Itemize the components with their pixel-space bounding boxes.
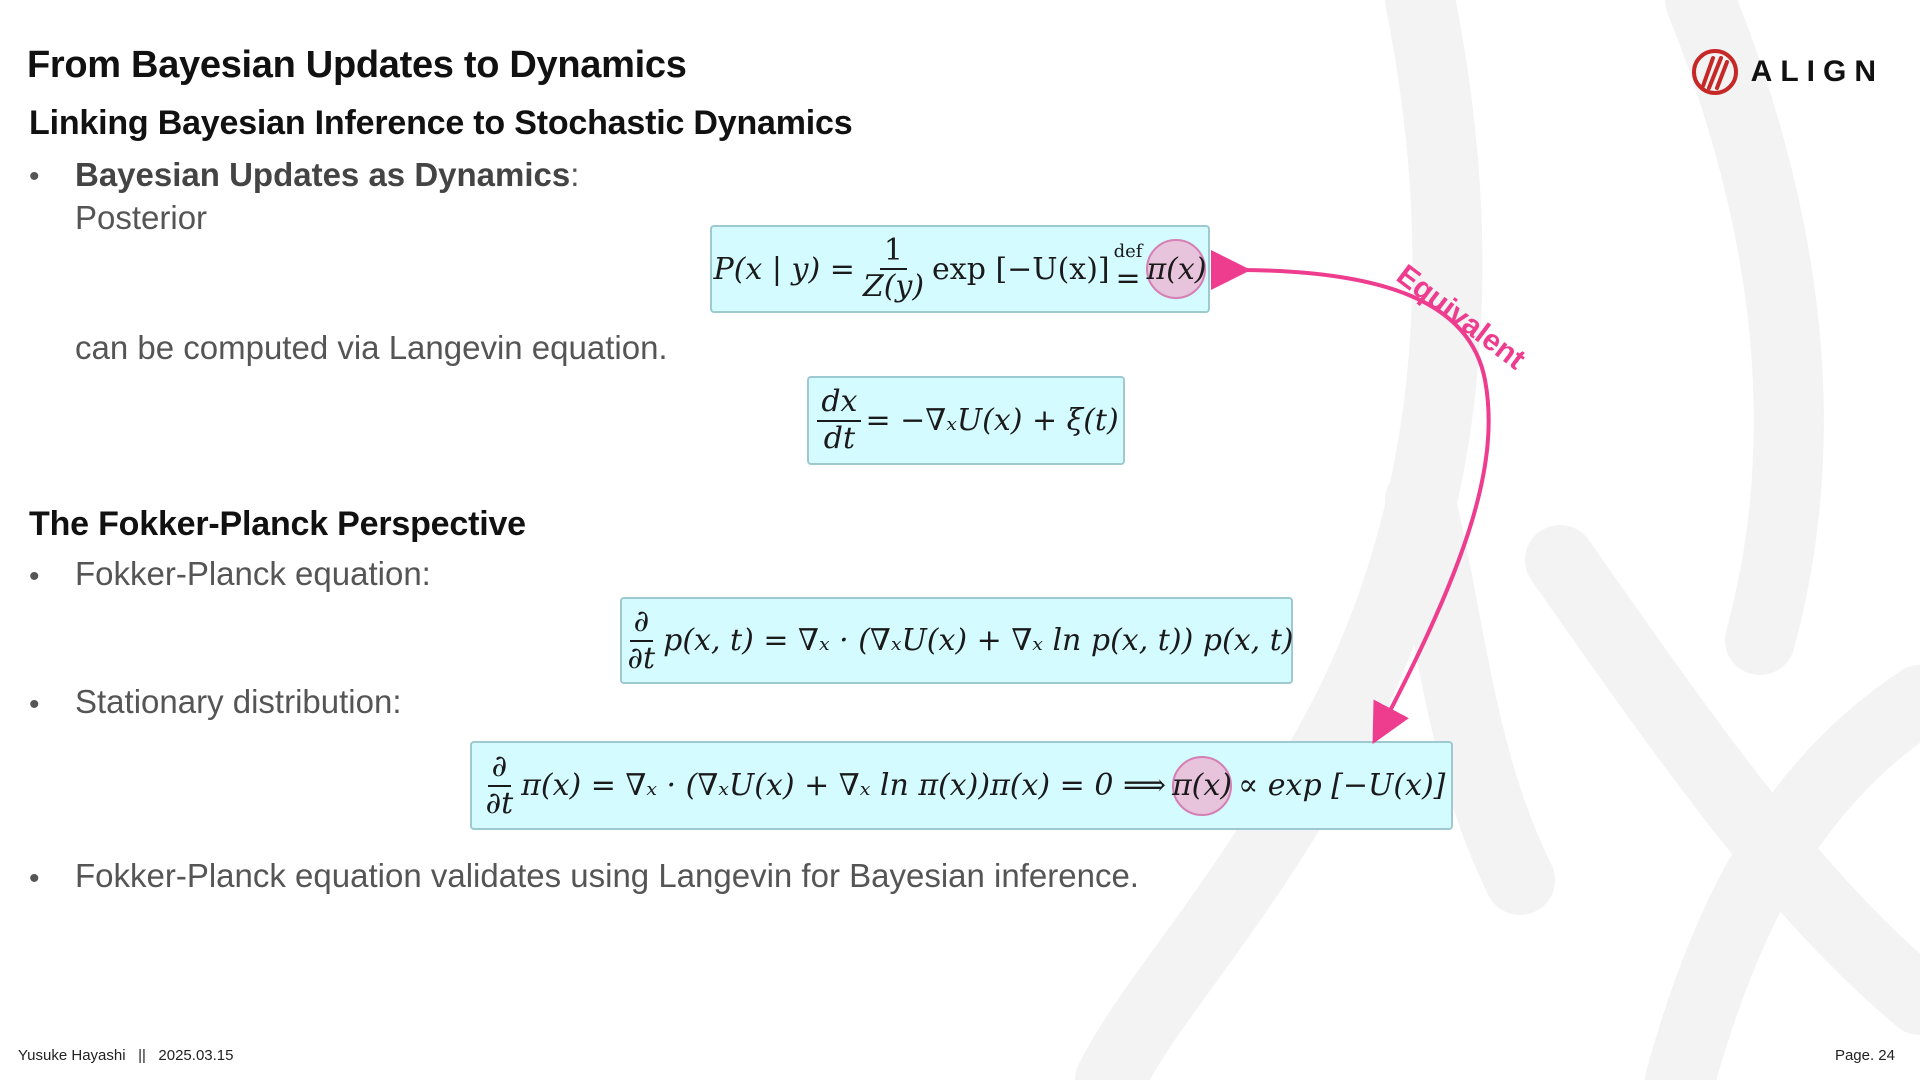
posterior-pi-highlight: π(x) <box>1146 239 1207 299</box>
langevin-fraction-num: dx <box>817 384 862 422</box>
logo-text: ALIGN <box>1750 55 1884 88</box>
posterior-fraction-den: Z(y) <box>862 269 925 304</box>
stat-pi-highlight: π(x) <box>1172 755 1232 816</box>
bullet-bold-text: Bayesian Updates as Dynamics <box>75 156 571 193</box>
posterior-def-label: def <box>1113 240 1143 262</box>
footer-left: Yusuke Hayashi || 2025.03.15 <box>18 1047 233 1064</box>
stationary-equation-box: ∂ ∂t π(x) = ∇ₓ · (∇ₓU(x) + ∇ₓ ln π(x))π(… <box>470 741 1453 830</box>
langevin-fraction-den: dt <box>823 420 856 456</box>
langevin-equation-box: dx dt = −∇ₓU(x) + ξ(t) <box>807 376 1125 465</box>
footer-separator: || <box>138 1047 146 1064</box>
bullet-dot: • <box>29 160 40 193</box>
posterior-equation-box: P(x | y) = 1 Z(y) exp [−U(x)] def = π(x) <box>710 225 1210 313</box>
bullet-dot: • <box>29 560 40 593</box>
langevin-fraction: dx dt <box>817 384 862 456</box>
bullet-validates: Fokker-Planck equation validates using L… <box>75 857 1139 894</box>
slide-title: From Bayesian Updates to Dynamics <box>27 44 687 86</box>
fp-fraction-den: ∂t <box>627 640 656 676</box>
posterior-fraction-num: 1 <box>879 233 907 270</box>
bullet-fokker-planck-equation: Fokker-Planck equation: <box>75 555 431 592</box>
posterior-def-equals: def = <box>1113 240 1143 296</box>
stat-fraction-den: ∂t <box>485 785 514 821</box>
section-heading-linking: Linking Bayesian Inference to Stochastic… <box>29 104 853 142</box>
bullet-bayesian-updates: Bayesian Updates as Dynamics: <box>75 154 579 197</box>
footer-author: Yusuke Hayashi <box>18 1047 126 1064</box>
fokker-planck-equation-box: ∂ ∂t p(x, t) = ∇ₓ · (∇ₓU(x) + ∇ₓ ln p(x,… <box>620 597 1293 684</box>
fp-fraction: ∂ ∂t <box>624 604 660 676</box>
posterior-lhs: P(x | y) = <box>713 251 855 287</box>
posterior-equals: = <box>1115 260 1141 296</box>
bullet-colon: : <box>570 156 580 193</box>
logo: ALIGN <box>1691 48 1884 96</box>
bullet-dot: • <box>29 862 40 895</box>
stat-rhs: ∝ exp [−U(x)] <box>1237 768 1446 803</box>
fp-rhs: p(x, t) = ∇ₓ · (∇ₓU(x) + ∇ₓ ln p(x, t)) … <box>663 623 1294 658</box>
posterior-exp: exp [−U(x)] <box>932 251 1110 287</box>
bullet-stationary-distribution: Stationary distribution: <box>75 683 402 720</box>
bullet-dot: • <box>29 688 40 721</box>
fp-fraction-num: ∂ <box>629 604 654 642</box>
section-heading-fokker-planck: The Fokker-Planck Perspective <box>29 505 526 543</box>
stat-mid: π(x) = ∇ₓ · (∇ₓU(x) + ∇ₓ ln π(x))π(x) = … <box>521 768 1166 803</box>
posterior-word: Posterior <box>75 199 208 236</box>
langevin-rhs: = −∇ₓU(x) + ξ(t) <box>865 403 1119 438</box>
stat-fraction: ∂ ∂t <box>482 749 518 821</box>
equivalent-arrow <box>1210 249 1491 745</box>
align-logo-icon <box>1691 49 1738 95</box>
stat-fraction-num: ∂ <box>487 749 512 787</box>
posterior-fraction: 1 Z(y) <box>859 233 928 305</box>
footer-date: 2025.03.15 <box>158 1047 234 1064</box>
page-number: Page. 24 <box>1834 1047 1895 1064</box>
computed-via-langevin-text: can be computed via Langevin equation. <box>75 329 668 366</box>
